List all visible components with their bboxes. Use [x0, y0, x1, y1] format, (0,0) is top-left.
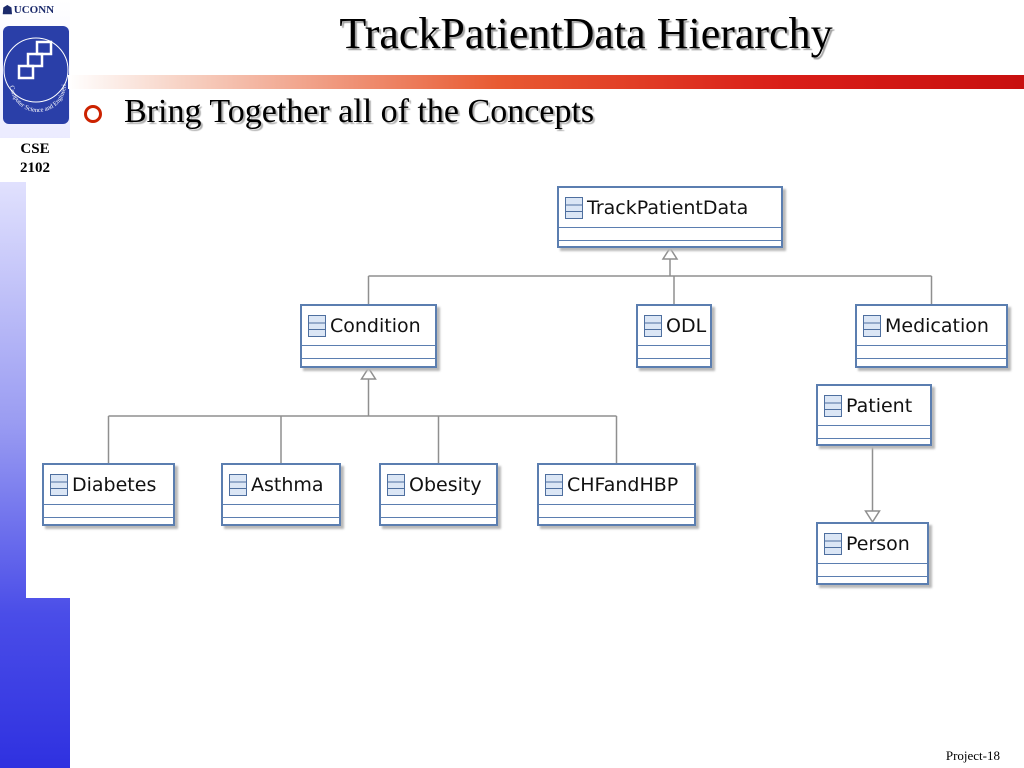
class-compartment — [44, 517, 173, 518]
class-name: Diabetes — [72, 473, 157, 496]
class-icon — [229, 473, 247, 496]
class-compartment — [302, 358, 435, 359]
class-icon — [565, 196, 583, 219]
uconn-seal-icon: ☗ — [2, 2, 13, 17]
bullet-circle-icon — [84, 105, 102, 123]
class-name: Patient — [846, 394, 913, 417]
class-compartment — [857, 358, 1006, 359]
class-header: Medication — [857, 306, 1006, 346]
class-condition[interactable]: Condition — [300, 304, 437, 368]
class-compartment — [539, 517, 694, 518]
class-name: Condition — [330, 314, 421, 337]
cse-logo: Computer Science and Engineering — [2, 22, 69, 124]
class-name: Medication — [885, 314, 989, 337]
class-name: ODL — [666, 314, 707, 337]
class-compartment — [559, 240, 781, 241]
class-compartment — [223, 517, 339, 518]
class-patient[interactable]: Patient — [816, 384, 932, 446]
class-diabetes[interactable]: Diabetes — [42, 463, 175, 526]
class-header: Asthma — [223, 465, 339, 505]
class-icon — [545, 473, 563, 496]
bullet-text: Bring Together all of the Concepts — [124, 93, 595, 130]
slide-title: TrackPatientData Hierarchy — [339, 9, 833, 58]
class-compartment — [381, 517, 496, 518]
class-chfandhbp[interactable]: CHFandHBP — [537, 463, 696, 526]
class-odl[interactable]: ODL — [636, 304, 712, 368]
class-compartment — [818, 576, 927, 577]
uconn-logo: ☗ UCONN — [2, 2, 54, 18]
class-compartment — [818, 438, 930, 439]
class-obesity[interactable]: Obesity — [379, 463, 498, 526]
class-icon — [387, 473, 405, 496]
title-divider — [68, 75, 1024, 89]
course-label: CSE 2102 — [0, 138, 70, 182]
class-name: TrackPatientData — [587, 196, 749, 219]
slide-footer: Project-18 — [945, 748, 1000, 763]
generalization-arrow-condition — [360, 366, 377, 380]
generalization-arrow-person — [864, 510, 881, 524]
class-compartment — [638, 358, 710, 359]
class-icon — [308, 314, 326, 337]
uconn-logo-text: UCONN — [13, 4, 55, 16]
class-icon — [50, 473, 68, 496]
generalization-arrow-track — [661, 246, 679, 260]
class-name: Asthma — [251, 473, 324, 496]
left-white-panel — [26, 180, 70, 598]
class-name: CHFandHBP — [567, 473, 679, 496]
class-header: TrackPatientData — [559, 188, 781, 228]
class-person[interactable]: Person — [816, 522, 929, 585]
class-header: Person — [818, 524, 927, 564]
bullet-item: Bring Together all of the Concepts — [84, 90, 594, 134]
class-icon — [644, 314, 662, 337]
class-header: ODL — [638, 306, 710, 346]
class-asthma[interactable]: Asthma — [221, 463, 341, 526]
class-track[interactable]: TrackPatientData — [557, 186, 783, 248]
class-medication[interactable]: Medication — [855, 304, 1008, 368]
class-header: Condition — [302, 306, 435, 346]
class-header: CHFandHBP — [539, 465, 694, 505]
class-header: Obesity — [381, 465, 496, 505]
class-icon — [824, 394, 842, 417]
class-icon — [863, 314, 881, 337]
class-name: Obesity — [409, 473, 482, 496]
course-label-line2: 2102 — [20, 160, 50, 176]
course-label-line1: CSE — [20, 141, 50, 157]
class-header: Patient — [818, 386, 930, 426]
class-icon — [824, 532, 842, 555]
network-icon — [17, 40, 53, 80]
class-name: Person — [846, 532, 910, 555]
class-header: Diabetes — [44, 465, 173, 505]
